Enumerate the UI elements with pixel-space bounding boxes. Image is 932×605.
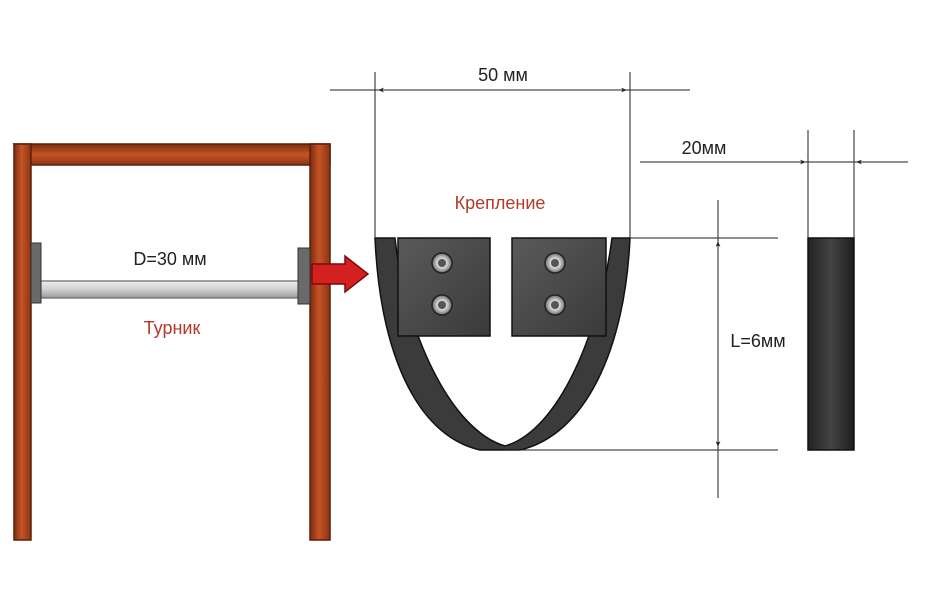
red-arrow-icon bbox=[311, 254, 370, 294]
width-dimension-label: 50 мм bbox=[478, 65, 528, 85]
bolt-hole bbox=[438, 301, 446, 309]
width-dimension bbox=[330, 72, 690, 238]
thickness-dimension bbox=[640, 130, 908, 238]
length-dimension-label: L=6мм bbox=[730, 331, 785, 351]
side-profile bbox=[807, 237, 855, 451]
mount-right-plate bbox=[511, 237, 607, 337]
door-frame-top bbox=[12, 143, 331, 166]
bar-tube bbox=[39, 280, 301, 299]
bar-diameter-label: D=30 мм bbox=[133, 249, 206, 269]
thickness-dimension-label: 20мм bbox=[682, 138, 727, 158]
side-profile-block bbox=[807, 237, 855, 451]
bolt-hole bbox=[438, 259, 446, 267]
bolt-hole bbox=[551, 301, 559, 309]
bar-right-mount bbox=[297, 247, 311, 305]
bar-name-label: Турник bbox=[144, 318, 201, 338]
pointer-arrow bbox=[311, 254, 370, 294]
mount-name-label: Крепление bbox=[455, 193, 546, 213]
door-frame bbox=[12, 143, 331, 541]
mount-u-strap bbox=[374, 237, 631, 451]
length-dimension bbox=[505, 200, 778, 498]
door-frame-left-post bbox=[13, 143, 32, 541]
bar-left-mount bbox=[30, 242, 42, 304]
mount-bracket bbox=[374, 237, 631, 451]
bolt-hole bbox=[551, 259, 559, 267]
pullup-bar bbox=[30, 242, 311, 305]
door-frame-right-post bbox=[309, 143, 331, 541]
